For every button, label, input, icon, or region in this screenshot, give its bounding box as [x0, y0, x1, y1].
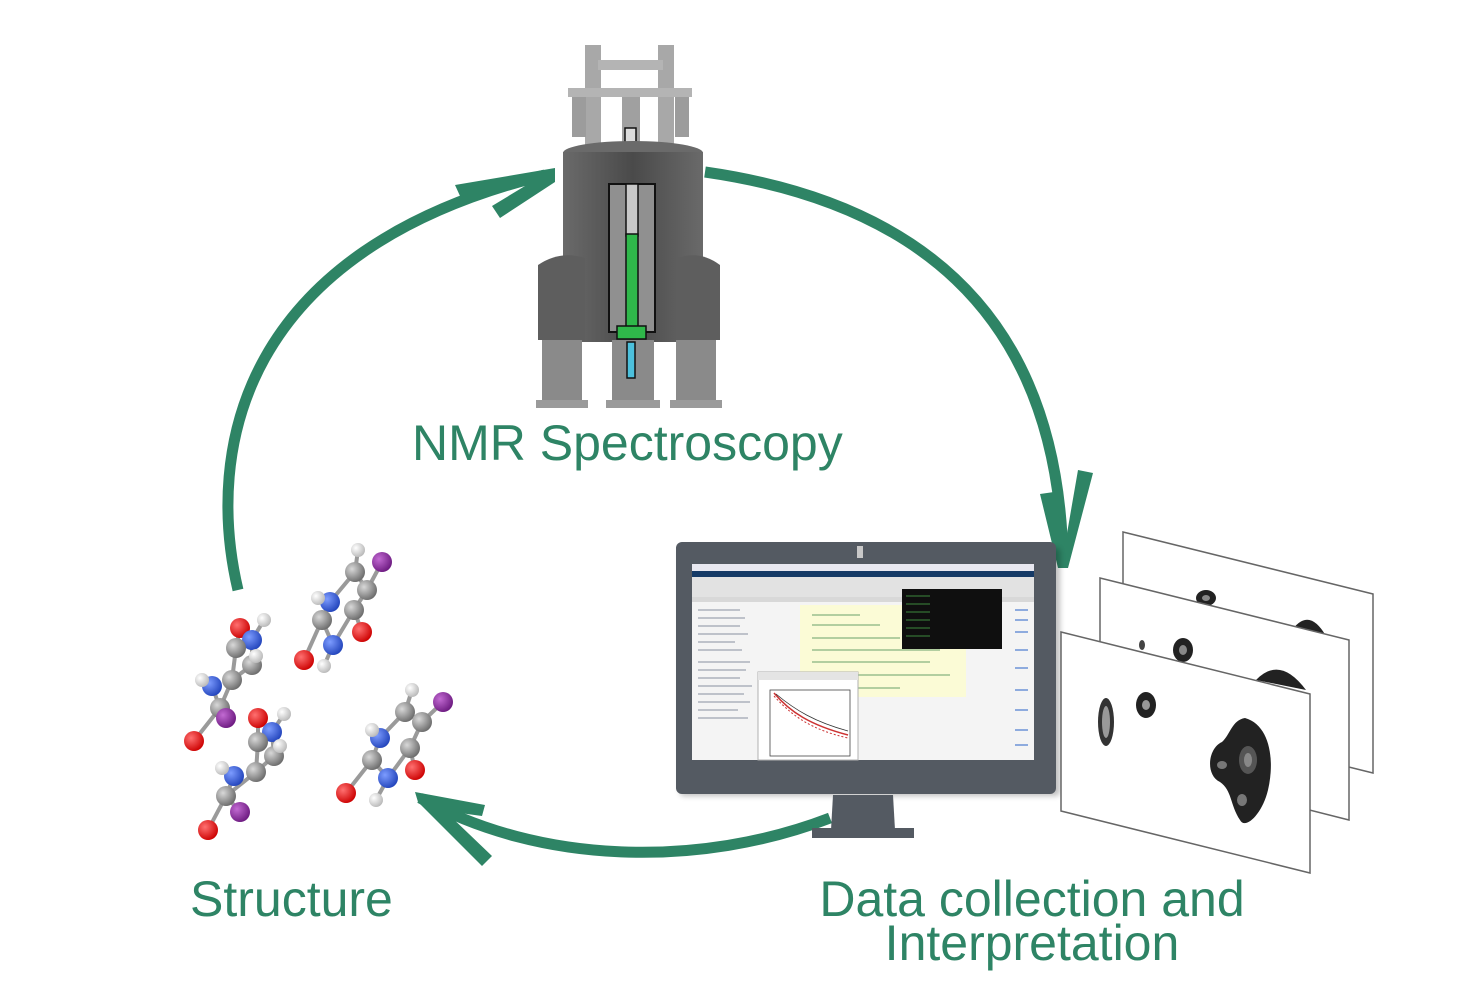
spectrum-plane-front: [1060, 631, 1311, 874]
data-collection-label-line1: Data collection and: [819, 871, 1245, 927]
atom-c: [248, 732, 268, 752]
arrow-structure-to-nmr: [222, 169, 547, 592]
atom-i: [216, 708, 236, 728]
atom-n: [320, 592, 340, 612]
atom-h: [257, 613, 271, 627]
arrow-data-to-structure: [417, 793, 832, 858]
structure-label: Structure: [190, 871, 393, 927]
atom-c: [246, 762, 266, 782]
atom-i: [230, 802, 250, 822]
atom-h: [405, 683, 419, 697]
computer-monitor-icon: [676, 542, 1060, 838]
atom-o: [352, 622, 372, 642]
atom-n: [323, 635, 343, 655]
atom-c: [344, 600, 364, 620]
atom-c: [395, 702, 415, 722]
molecule-2: [184, 613, 271, 751]
atom-i: [433, 692, 453, 712]
atom-o: [198, 820, 218, 840]
atom-c: [357, 580, 377, 600]
atom-c: [216, 786, 236, 806]
cycle-arrows: [222, 166, 1093, 866]
atom-h: [351, 543, 365, 557]
atom-c: [362, 750, 382, 770]
atom-c: [345, 562, 365, 582]
nmr-spectrometer-icon: [536, 45, 722, 408]
atom-c: [226, 638, 246, 658]
atom-h: [195, 673, 209, 687]
atom-c: [412, 712, 432, 732]
atom-o: [405, 760, 425, 780]
arrowhead-nmr: [455, 168, 555, 218]
atom-h: [317, 659, 331, 673]
atom-i: [372, 552, 392, 572]
molecule-4: [336, 683, 453, 807]
data-collection-label-line2: Interpretation: [884, 915, 1180, 971]
nmr-spectroscopy-label: NMR Spectroscopy: [412, 415, 843, 471]
molecule-models-icon: [184, 543, 453, 840]
atom-n: [262, 722, 282, 742]
atom-h: [369, 793, 383, 807]
atom-n: [224, 766, 244, 786]
data-collection-label: Data collection and Interpretation: [806, 871, 1258, 971]
atom-o: [184, 731, 204, 751]
atom-h: [273, 739, 287, 753]
atom-c: [222, 670, 242, 690]
atom-n: [378, 768, 398, 788]
atom-h: [311, 591, 325, 605]
2d-spectra-stack-icon: [1060, 531, 1374, 874]
monitor-screen: [692, 564, 1034, 761]
molecule-1: [294, 543, 392, 673]
atom-h: [277, 707, 291, 721]
atom-o: [336, 783, 356, 803]
atom-n: [242, 630, 262, 650]
atom-c: [312, 610, 332, 630]
atom-h: [365, 723, 379, 737]
atom-o: [248, 708, 268, 728]
atom-o: [294, 650, 314, 670]
atom-h: [249, 649, 263, 663]
atom-h: [215, 761, 229, 775]
atom-c: [400, 738, 420, 758]
molecule-3: [198, 707, 291, 840]
arrow-nmr-to-data: [704, 166, 1069, 566]
arrowhead-structure: [415, 792, 492, 866]
